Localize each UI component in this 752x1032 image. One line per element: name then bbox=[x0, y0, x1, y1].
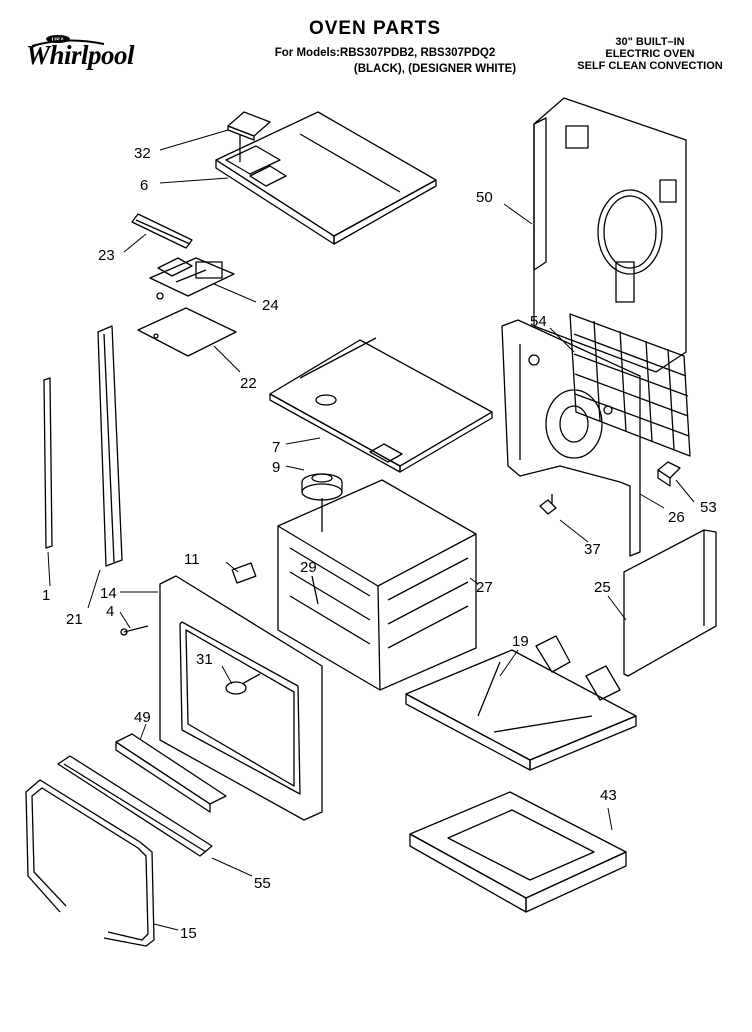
label-9: 9 bbox=[272, 459, 280, 476]
colors-line: (BLACK), (DESIGNER WHITE) bbox=[353, 63, 517, 75]
whirlpool-logo: USA Whirlpool bbox=[26, 34, 154, 72]
part-49-strip bbox=[115, 733, 227, 813]
label-29: 29 bbox=[300, 559, 317, 576]
part-27-oven-cavity bbox=[277, 479, 477, 691]
part-31-knob bbox=[225, 673, 261, 695]
label-11: 11 bbox=[184, 551, 200, 568]
part-22-shield-plate bbox=[137, 307, 237, 357]
label-24: 24 bbox=[262, 297, 279, 314]
label-32: 32 bbox=[134, 145, 151, 162]
part-23-bracket bbox=[131, 213, 193, 249]
part-6-top-panel bbox=[215, 111, 437, 245]
label-14: 14 bbox=[100, 585, 117, 602]
oven-type-line-2: ELECTRIC OVEN bbox=[605, 48, 695, 60]
part-54-fan-grille bbox=[569, 313, 691, 457]
label-22: 22 bbox=[240, 375, 257, 392]
part-7-top-cover bbox=[269, 337, 493, 473]
part-1-vertical-strip bbox=[43, 377, 53, 549]
label-54: 54 bbox=[530, 313, 547, 330]
label-25: 25 bbox=[594, 579, 611, 596]
label-1: 1 bbox=[42, 587, 50, 604]
label-19: 19 bbox=[512, 633, 529, 650]
part-29-sensor bbox=[311, 575, 319, 605]
part-43-drawer-pan bbox=[409, 791, 627, 913]
models-line: For Models:RBS307PDB2, RBS307PDQ2 bbox=[274, 47, 496, 59]
part-50-rear-panel bbox=[533, 97, 687, 373]
label-50: 50 bbox=[476, 189, 493, 206]
oven-type-line-3: SELF CLEAN CONVECTION bbox=[577, 60, 723, 72]
part-32-cover-plate bbox=[227, 111, 271, 162]
part-55-door-trim bbox=[57, 755, 213, 857]
label-4: 4 bbox=[106, 603, 114, 620]
label-6: 6 bbox=[140, 177, 148, 194]
part-9-motor bbox=[301, 473, 343, 532]
brand-name: Whirlpool bbox=[26, 40, 135, 70]
label-21: 21 bbox=[66, 611, 83, 628]
part-19-bottom-panel bbox=[405, 635, 637, 771]
part-11-light-socket bbox=[231, 562, 257, 584]
label-53: 53 bbox=[700, 499, 717, 516]
label-37: 37 bbox=[584, 541, 601, 558]
leader-lines bbox=[47, 129, 695, 931]
label-23: 23 bbox=[98, 247, 115, 264]
part-53-connector bbox=[657, 461, 681, 487]
part-24-control-assembly bbox=[149, 257, 235, 300]
part-4-screw bbox=[120, 625, 149, 636]
part-14-front-frame bbox=[159, 575, 323, 821]
page-title: OVEN PARTS bbox=[308, 18, 442, 39]
part-25-side-panel bbox=[623, 529, 717, 677]
label-49: 49 bbox=[134, 709, 151, 726]
label-55: 55 bbox=[254, 875, 271, 892]
label-26: 26 bbox=[668, 509, 685, 526]
part-15-door-gasket bbox=[25, 779, 155, 947]
part-37-element bbox=[539, 494, 557, 515]
part-21-side-trim bbox=[97, 325, 123, 567]
label-31: 31 bbox=[196, 651, 213, 668]
label-43: 43 bbox=[600, 787, 617, 804]
logo-swoosh-icon: USA bbox=[31, 35, 105, 47]
label-7: 7 bbox=[272, 439, 280, 456]
part-26-convection-panel bbox=[501, 319, 641, 557]
label-27: 27 bbox=[476, 579, 493, 596]
oven-type-line-1: 30" BUILT–IN bbox=[615, 36, 685, 48]
part-labels: 32 6 23 24 22 7 9 50 54 26 53 37 27 11 2… bbox=[42, 145, 717, 942]
label-15: 15 bbox=[180, 925, 197, 942]
